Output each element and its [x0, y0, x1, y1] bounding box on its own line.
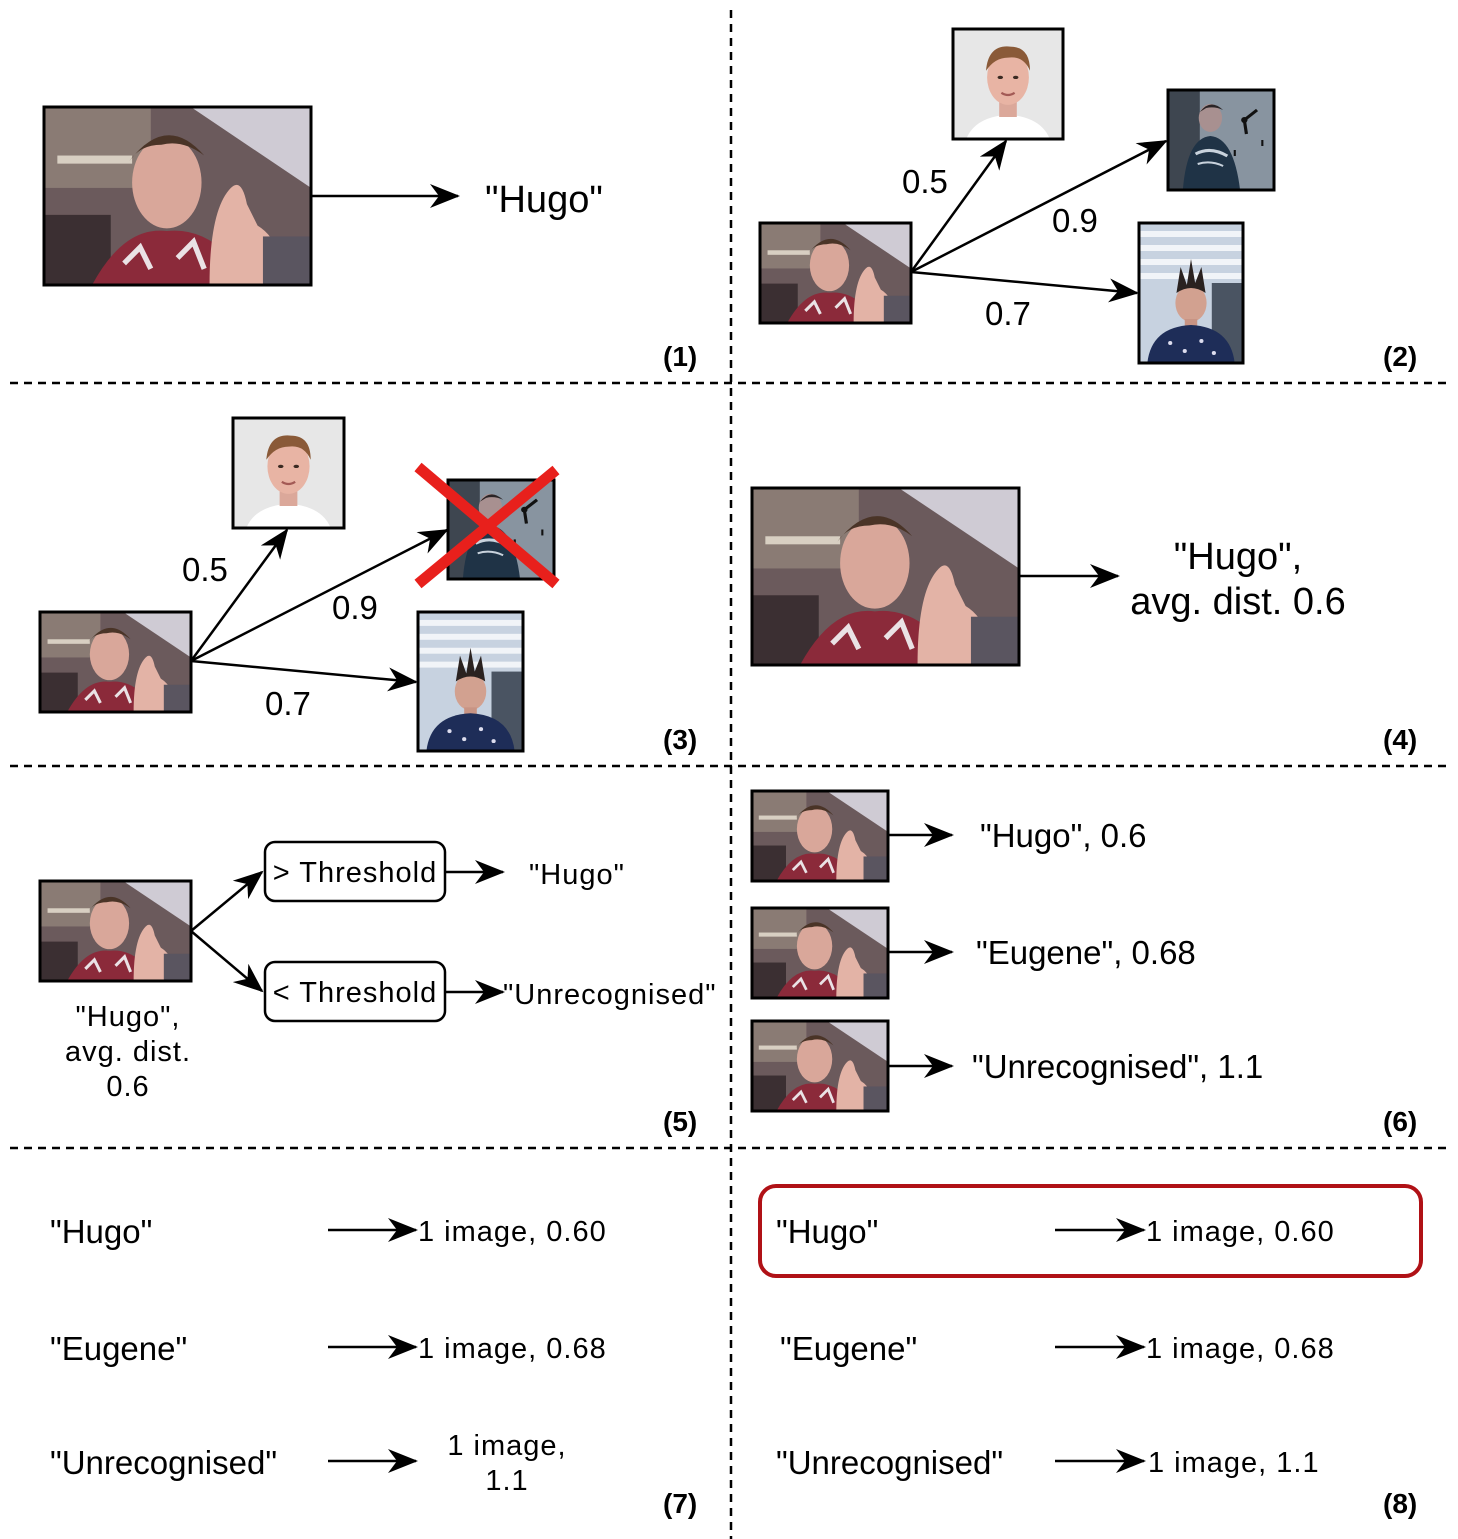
selected-row-highlight [758, 1184, 1423, 1278]
arrow-to-outdoor [910, 270, 1139, 303]
distance-dark: 0.9 [1052, 202, 1098, 239]
panel-8: "Hugo" "Eugene" "Unrecognised" 1 image, … [758, 1184, 1423, 1519]
result-1: "Hugo", 0.6 [980, 817, 1147, 854]
panel-8-number: (8) [1383, 1488, 1417, 1519]
panel-1: "Hugo" (1) [42, 105, 697, 372]
panel-2: 0.5 0.9 0.7 (2) [758, 27, 1417, 372]
input-photo [752, 488, 1019, 665]
row-1-value: 1 image, 0.60 [1146, 1216, 1335, 1248]
panel-3: 0.5 0.9 0.7 (3) [38, 416, 697, 755]
row-2-value: 1 image, 0.68 [1146, 1333, 1335, 1365]
distance-outdoor: 0.7 [985, 295, 1031, 332]
row-2-value: 1 image, 0.68 [418, 1333, 607, 1365]
panel-4-output-line1: "Hugo", [1174, 536, 1302, 578]
row-3-name: "Unrecognised" [50, 1444, 277, 1481]
lower-result: "Unrecognised" [503, 979, 717, 1011]
panel-1-number: (1) [663, 341, 697, 372]
distance-outdoor: 0.7 [265, 685, 311, 722]
panel-7-number: (7) [663, 1488, 697, 1519]
panel-1-output: "Hugo" [485, 179, 603, 221]
panel-2-number: (2) [1383, 341, 1417, 372]
panel-7: "Hugo" "Eugene" "Unrecognised" 1 image, … [50, 1213, 697, 1519]
result-3: "Unrecognised", 1.1 [972, 1048, 1263, 1085]
upper-threshold-label: > Threshold [273, 857, 437, 889]
result-photo-3 [752, 1021, 888, 1111]
panel-6-number: (6) [1383, 1106, 1417, 1137]
distance-portrait: 0.5 [902, 163, 948, 200]
distance-dark: 0.9 [332, 589, 378, 626]
lower-threshold-label: < Threshold [273, 977, 437, 1009]
input-photo [40, 612, 191, 712]
arrow-to-portrait [909, 139, 1008, 273]
result-2: "Eugene", 0.68 [976, 934, 1196, 971]
row-3-name: "Unrecognised" [776, 1444, 1003, 1481]
panel-6: "Hugo", 0.6 "Eugene", 0.68 "Unrecognised… [750, 789, 1417, 1137]
row-2-name: "Eugene" [780, 1330, 917, 1367]
arrow-to-dark [910, 139, 1168, 274]
input-caption-line3: 0.6 [106, 1071, 149, 1103]
result-photo-1 [752, 791, 888, 881]
arrow-upper [190, 870, 264, 932]
reference-photo-outdoor [418, 612, 523, 751]
reference-photo-dark [1168, 90, 1274, 190]
reference-photo-portrait [953, 29, 1063, 139]
row-1-value: 1 image, 0.60 [418, 1216, 607, 1248]
distance-portrait: 0.5 [182, 551, 228, 588]
row-2-name: "Eugene" [50, 1330, 187, 1367]
arrow-to-portrait [189, 528, 289, 662]
panel-4: "Hugo", avg. dist. 0.6 (4) [750, 486, 1417, 755]
row-3-value: 1 image, 1.1 [1148, 1447, 1320, 1479]
rejection-cross [414, 462, 560, 589]
result-photo-2 [752, 908, 888, 998]
panel-4-number: (4) [1383, 724, 1417, 755]
row-1-name: "Hugo" [50, 1213, 152, 1250]
panel-5: "Hugo", avg. dist. 0.6 > Threshold < Thr… [38, 840, 717, 1137]
panel-4-output-line2: avg. dist. 0.6 [1130, 581, 1345, 623]
input-photo [44, 107, 311, 285]
row-3-value-line1: 1 image, [447, 1430, 566, 1462]
arrow-to-outdoor [190, 659, 418, 692]
input-caption-line2: avg. dist. [65, 1036, 191, 1068]
input-photo [760, 223, 911, 323]
row-1-name: "Hugo" [776, 1213, 878, 1250]
input-photo [40, 881, 191, 981]
reference-photo-portrait [233, 418, 344, 528]
panel-3-number: (3) [663, 724, 697, 755]
row-3-value-line2: 1.1 [485, 1465, 528, 1497]
arrow-lower [190, 930, 264, 993]
upper-result: "Hugo" [529, 859, 625, 891]
input-caption-line1: "Hugo", [76, 1001, 181, 1033]
reference-photo-outdoor [1139, 223, 1243, 363]
arrow-to-dark [190, 528, 449, 663]
panel-5-number: (5) [663, 1106, 697, 1137]
